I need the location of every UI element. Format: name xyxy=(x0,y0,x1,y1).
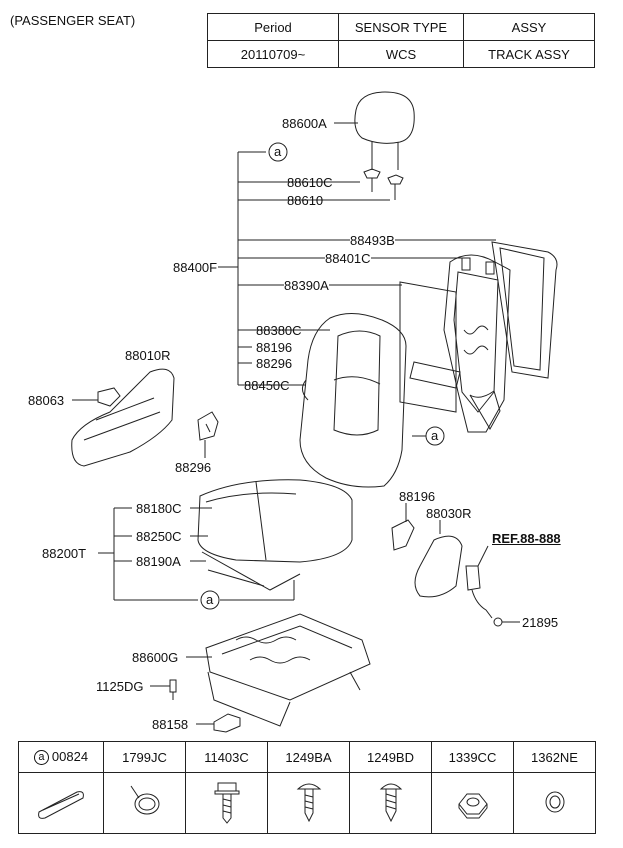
part-88063: 88063 xyxy=(28,393,65,408)
header-assy: ASSY xyxy=(463,13,595,41)
seat-cushion xyxy=(197,479,353,563)
part-88180C: 88180C xyxy=(136,501,182,516)
callout-a-top-letter: a xyxy=(274,144,282,159)
fastener-label-1799JC: 1799JC xyxy=(103,741,186,773)
period-table: Period SENSOR TYPE ASSY 20110709~ WCS TR… xyxy=(207,13,595,68)
clip-tube-icon xyxy=(18,772,104,834)
part-88296-side: 88296 xyxy=(175,460,212,475)
fastener-label-1249BD: 1249BD xyxy=(349,741,432,773)
exploded-seat-diagram xyxy=(71,91,558,733)
part-1125DG: 1125DG xyxy=(96,679,144,694)
part-88390A: 88390A xyxy=(284,278,329,293)
screw-icon xyxy=(267,772,350,834)
washer-icon xyxy=(513,772,596,834)
side-cover-88010R xyxy=(71,368,175,467)
callout-a-top xyxy=(268,142,288,162)
header-period: Period xyxy=(207,13,339,41)
reference-link[interactable]: REF.88-888 xyxy=(492,531,561,546)
bolt-icon xyxy=(185,772,268,834)
tapping-screw-icon xyxy=(349,772,432,834)
belt-buckle xyxy=(465,565,481,591)
seatback-cover xyxy=(299,313,407,488)
callout-a-cushion xyxy=(200,590,220,610)
part-88190A: 88190A xyxy=(136,554,181,569)
page-title: (PASSENGER SEAT) xyxy=(10,13,136,28)
seatback-frame xyxy=(443,254,511,433)
callout-a-footer: a xyxy=(33,750,49,766)
part-88450C: 88450C xyxy=(244,378,290,393)
part-88158: 88158 xyxy=(152,717,189,732)
back-pad xyxy=(399,281,457,413)
part-88610C: 88610C xyxy=(287,175,333,190)
part-88600G: 88600G xyxy=(132,650,179,665)
cell-period: 20110709~ xyxy=(207,40,339,68)
fastener-label-1362NE: 1362NE xyxy=(513,741,596,773)
part-88196-cushion: 88196 xyxy=(399,489,436,504)
callout-circles xyxy=(200,142,445,610)
fastener-label-1339CC: 1339CC xyxy=(431,741,514,773)
part-88400F: 88400F xyxy=(173,260,218,275)
part-88610: 88610 xyxy=(287,193,324,208)
part-21895: 21895 xyxy=(522,615,559,630)
fastener-label-11403C: 11403C xyxy=(185,741,268,773)
back-board xyxy=(491,241,558,379)
headrest xyxy=(354,91,415,144)
nut-icon xyxy=(431,772,514,834)
header-sensor-type: SENSOR TYPE xyxy=(338,13,464,41)
cell-assy: TRACK ASSY xyxy=(463,40,595,68)
callout-a-cushion-letter: a xyxy=(206,592,214,607)
part-88600A: 88600A xyxy=(282,116,327,131)
part-88196-back: 88196 xyxy=(256,340,293,355)
callout-a-back-letter: a xyxy=(431,428,439,443)
part-88250C: 88250C xyxy=(136,529,182,544)
cell-sensor-type: WCS xyxy=(338,40,464,68)
part-88380C: 88380C xyxy=(256,323,302,338)
fastener-label-1249BA: 1249BA xyxy=(267,741,350,773)
part-88493B: 88493B xyxy=(350,233,395,248)
part-88010R: 88010R xyxy=(125,348,171,363)
part-88030R: 88030R xyxy=(426,506,472,521)
part-88296-back: 88296 xyxy=(256,356,293,371)
part-88200T: 88200T xyxy=(42,546,87,561)
ring-clip-icon xyxy=(103,772,186,834)
part-88401C: 88401C xyxy=(325,251,371,266)
side-shield xyxy=(414,535,463,598)
callout-a-back xyxy=(425,426,445,446)
seat-track xyxy=(205,613,371,701)
